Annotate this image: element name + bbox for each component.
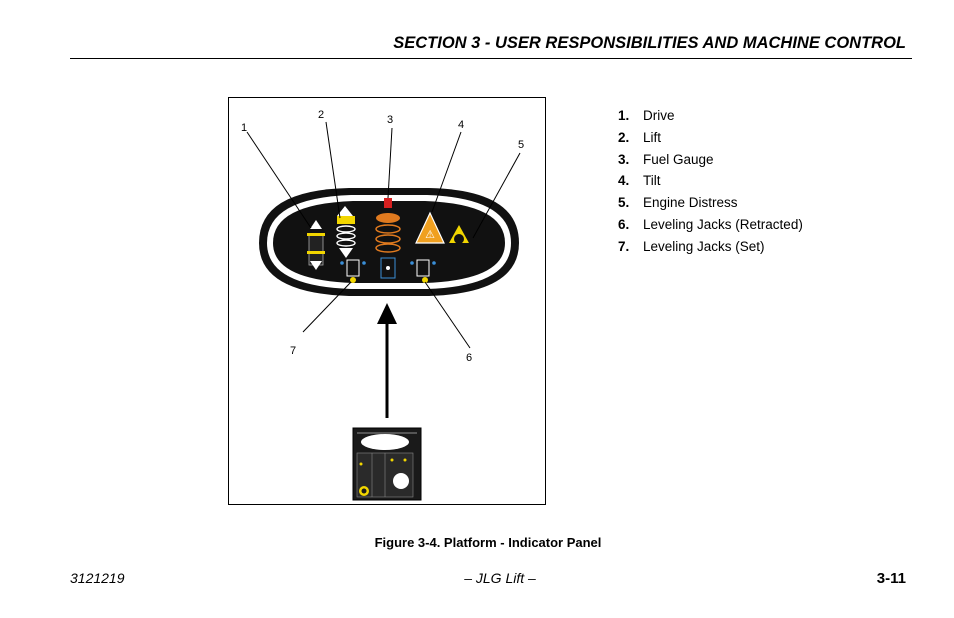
- legend-item: 5. Engine Distress: [618, 195, 803, 217]
- legend-number: 7.: [618, 238, 630, 254]
- figure-box: ⚠: [228, 97, 546, 505]
- legend-label: Leveling Jacks (Retracted): [643, 216, 803, 232]
- legend-label: Engine Distress: [643, 195, 738, 211]
- control-console-thumbnail: [352, 427, 422, 501]
- panel-inner: [273, 201, 505, 283]
- callout-7: 7: [290, 345, 296, 357]
- callout-1: 1: [241, 122, 247, 134]
- tilt-warning-icon: ⚠: [415, 211, 445, 244]
- legend-number: 4.: [618, 173, 630, 189]
- legend-number: 1.: [618, 108, 630, 123]
- legend-number: 6.: [618, 216, 630, 232]
- figure-legend: 1. Drive 2. Lift 3. Fuel Gauge 4. Tilt 5. Eng…: [618, 108, 803, 261]
- legend-number: 3.: [618, 151, 630, 167]
- callout-3: 3: [387, 114, 393, 126]
- section-title: SECTION 3 - USER RESPONSIBILITIES AND MA…: [393, 34, 906, 52]
- legend-label: Drive: [643, 108, 675, 123]
- pointer-arrow: [377, 303, 397, 418]
- drive-icon: [307, 220, 325, 270]
- legend-number: 5.: [618, 195, 630, 211]
- legend-item: 3. Fuel Gauge: [618, 152, 803, 174]
- doc-number: 3121219: [70, 570, 125, 586]
- legend-item: 2. Lift: [618, 130, 803, 152]
- svg-text:⚠: ⚠: [425, 229, 435, 241]
- legend-item: 4. Tilt: [618, 173, 803, 195]
- callout-4: 4: [458, 119, 464, 131]
- leveling-jacks-set-icon: [340, 259, 366, 283]
- legend-item: 1. Drive: [618, 108, 803, 130]
- callout-2: 2: [318, 109, 324, 121]
- legend-label: Lift: [643, 129, 662, 145]
- callout-6: 6: [466, 352, 472, 364]
- fuel-gauge-icon: [375, 198, 401, 253]
- legend-label: Leveling Jacks (Set): [643, 238, 765, 254]
- leveling-jacks-retracted-icon: [410, 259, 436, 283]
- figure-caption: Figure 3-4. Platform - Indicator Panel: [374, 535, 602, 550]
- footer-brand: – JLG Lift –: [464, 570, 536, 586]
- legend-item: 7. Leveling Jacks (Set): [618, 239, 803, 261]
- legend-label: Fuel Gauge: [643, 151, 714, 167]
- lift-icon: [336, 206, 356, 258]
- legend-number: 2.: [618, 129, 630, 145]
- page-number: 3-11: [876, 570, 906, 587]
- engine-distress-icon: [449, 225, 469, 244]
- header-rule: [70, 58, 912, 59]
- indicator-panel-illustration: ⚠: [241, 109, 524, 501]
- callout-5: 5: [518, 139, 524, 151]
- leader-lines: [246, 121, 521, 349]
- leveling-jacks-mid-icon: [380, 257, 396, 279]
- legend-label: Tilt: [643, 173, 661, 189]
- legend-item: 6. Leveling Jacks (Retracted): [618, 217, 803, 239]
